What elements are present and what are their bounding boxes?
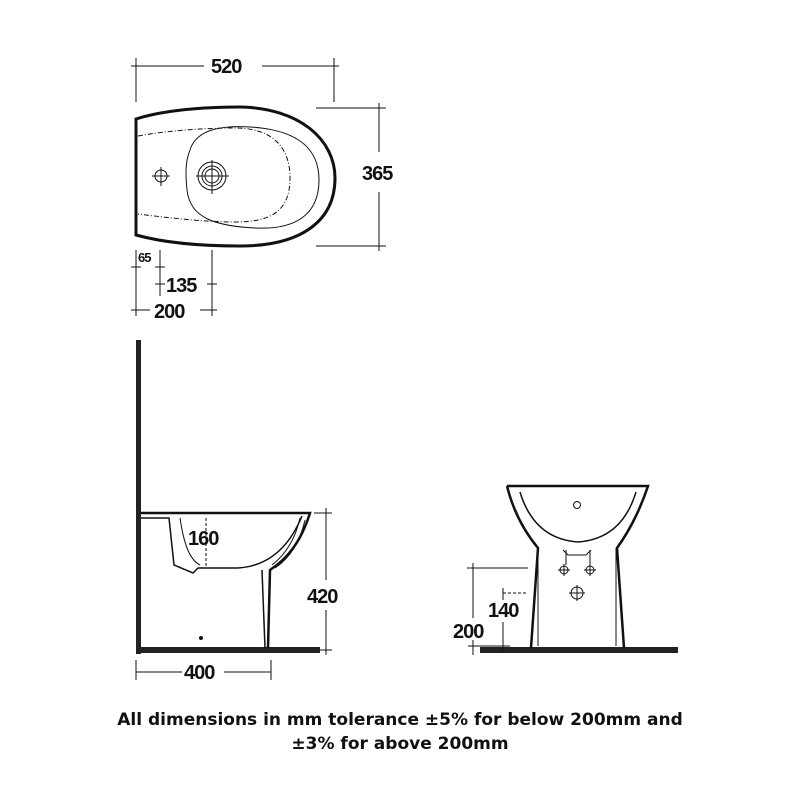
- height-dimension: [314, 508, 332, 655]
- offset-dimensions: [131, 250, 217, 316]
- bowl-inner-top: [185, 126, 320, 229]
- top-view: [131, 58, 386, 316]
- bowl-inner-side: [141, 515, 303, 574]
- overflow-hole-icon: [573, 501, 581, 509]
- front-view: [467, 484, 678, 655]
- offset-135-label: 135: [166, 275, 197, 297]
- tolerance-caption: All dimensions in mm tolerance ±5% for b…: [0, 708, 800, 756]
- supply-height-200-label: 200: [453, 621, 484, 643]
- wall: [136, 340, 141, 654]
- waste-outlet-icon: [196, 160, 229, 194]
- base-dimension: [135, 660, 272, 680]
- floor-fixing-dot: [199, 636, 203, 640]
- side-view: [135, 340, 332, 680]
- width-dimension: [131, 58, 339, 102]
- front-dimensions: [467, 563, 528, 655]
- height-420-label: 420: [307, 586, 338, 608]
- tap-hole-icon: [152, 167, 170, 186]
- rim-channel: [271, 517, 306, 569]
- depth-dimension: [316, 103, 386, 251]
- bowl-depth-160-label: 160: [188, 528, 219, 550]
- bowl-inner-front: [519, 491, 637, 543]
- offset-65-label: 65: [138, 250, 151, 265]
- bidet-outline-top: [134, 105, 337, 248]
- base-400-label: 400: [184, 662, 215, 684]
- caption-line-1: All dimensions in mm tolerance ±5% for b…: [117, 710, 683, 730]
- offset-200-label: 200: [154, 301, 185, 323]
- bowl-profile-side: [179, 517, 201, 566]
- waste-outlet-front-icon: [569, 585, 585, 601]
- bidet-outline-side: [141, 511, 312, 649]
- trap-connector: [562, 549, 592, 565]
- waste-height-140-label: 140: [488, 600, 519, 622]
- depth-365-label: 365: [362, 163, 393, 185]
- bowl-rim-dashed: [137, 127, 291, 223]
- bidet-outline-front: [505, 484, 650, 649]
- floor-front: [480, 647, 678, 653]
- pedestal-front: [261, 569, 266, 649]
- fixing-bolts-icon: [558, 564, 596, 576]
- width-520-label: 520: [211, 56, 242, 78]
- caption-line-2: ±3% for above 200mm: [291, 734, 509, 754]
- floor-side: [136, 647, 320, 653]
